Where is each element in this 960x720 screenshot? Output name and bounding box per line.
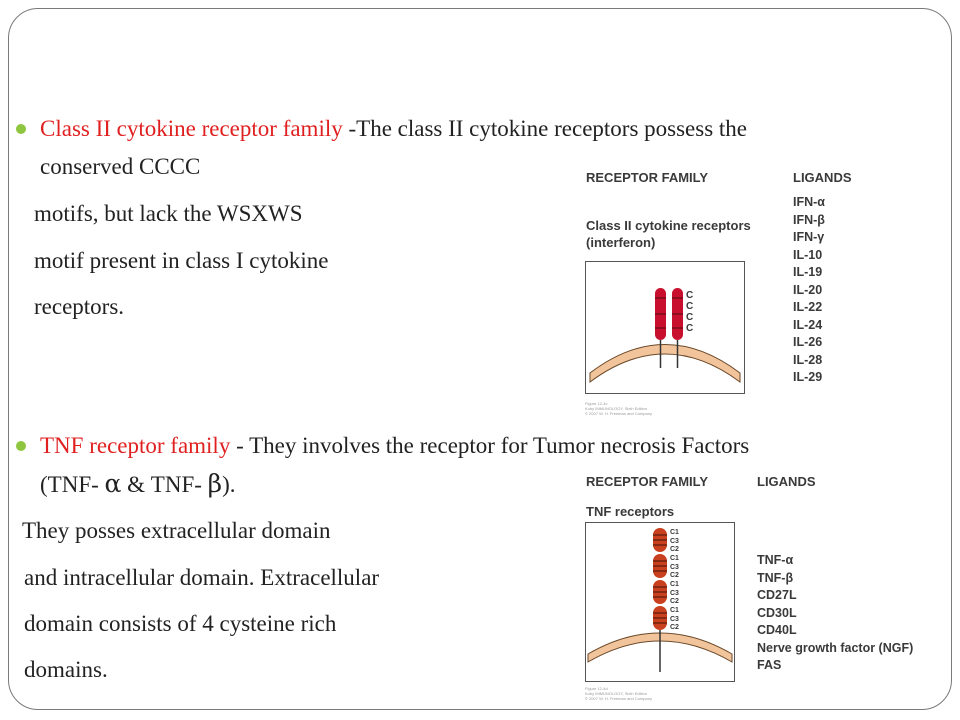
bullet-marker [16, 124, 26, 134]
domain-labels: C1 C3 C2 C1 C3 C2 C1 C3 C2 C1 C3 C2 [670, 529, 679, 633]
tnf-text: (TNF- [40, 472, 105, 497]
ligand-item: CD30L [757, 605, 797, 620]
section1-lead: -The class II cytokine receptors possess… [342, 116, 748, 141]
section1-heading: Class II cytokine receptor family [40, 116, 343, 141]
ligand-item: TNF-α [757, 553, 794, 567]
receptor-chain-right [672, 288, 683, 368]
tnf-receptor-chain [653, 528, 667, 672]
domain-label: C2 [670, 624, 679, 632]
ligand-item: IL-29 [793, 370, 823, 384]
alpha-symbol: α [104, 469, 122, 498]
figure-title: TNF receptors [586, 504, 675, 519]
section1-line1: Class II cytokine receptor family -The c… [40, 115, 747, 143]
section2-line6: domains. [24, 657, 108, 682]
figure-credit: Figure 12-4c Kuby IMMUNOLOGY, Sixth Edit… [585, 401, 652, 416]
ligand-item: CD27L [757, 588, 797, 602]
motif-letter: C [686, 301, 694, 312]
ligand-item: IL-10 [793, 247, 823, 262]
section2-line1: TNF receptor family - They involves the … [40, 432, 749, 460]
section2-heading: TNF receptor family [40, 433, 231, 458]
ligand-item: IL-28 [793, 352, 823, 367]
domain-label: C1 [670, 580, 679, 588]
section2-line5: domain consists of 4 cysteine rich [24, 611, 337, 636]
domain-label: C2 [670, 572, 679, 580]
figure-header-family: RECEPTOR FAMILY [586, 474, 709, 489]
tnf-text: ). [222, 472, 236, 497]
slide-frame [8, 8, 952, 710]
section2-lead: - They involves the receptor for Tumor n… [230, 433, 750, 458]
section2-line4: and intracellular domain. Extracellular [24, 565, 380, 590]
figure-title: Class II cytokine receptors [586, 218, 751, 233]
motif-letter: C [686, 312, 694, 323]
bullet-marker [16, 441, 26, 451]
domain-label: C3 [670, 589, 679, 597]
section1-line2: conserved CCCC [40, 154, 201, 179]
ligand-item: CD40L [757, 623, 797, 637]
figure-subtitle: (interferon) [586, 235, 656, 250]
ligand-list: TNF-α TNF-β CD27L CD30L CD40L Nerve grow… [757, 552, 913, 675]
domain-label: C1 [670, 606, 679, 614]
ligand-item: TNF-β [757, 570, 794, 585]
ligand-item: FAS [757, 658, 782, 672]
domain-label: C1 [670, 554, 679, 562]
credit-line: Figure 12-4c [585, 401, 608, 406]
ligand-list: IFN-α IFN-β IFN-γ IL-10 IL-19 IL-20 IL-2… [793, 194, 825, 387]
section1-line5: receptors. [34, 294, 125, 319]
credit-line: Kuby IMMUNOLOGY, Sixth Edition [585, 691, 647, 696]
domain-label: C3 [670, 537, 679, 545]
domain-label: C2 [670, 546, 679, 554]
domain-label: C3 [670, 563, 679, 571]
figure-credit: Figure 12-4d Kuby IMMUNOLOGY, Sixth Edit… [585, 686, 652, 701]
section1-line3: motifs, but lack the WSXWS [34, 201, 303, 226]
domain-label: C3 [670, 615, 679, 623]
motif-labels: C C C C [686, 290, 693, 334]
credit-line: © 2007 W. H. Freeman and Company [585, 411, 652, 416]
section2-line3: They posses extracellular domain [22, 518, 331, 543]
receptor-chain-left [655, 288, 666, 368]
tnf-text: & TNF- [121, 472, 208, 497]
credit-line: Figure 12-4d [585, 686, 608, 691]
ligand-item: IFN-γ [793, 230, 825, 244]
ligand-item: IL-22 [793, 300, 823, 314]
section2-line2: (TNF- α & TNF- β). [40, 470, 236, 499]
figure-tnf-receptors: RECEPTOR FAMILY LIGANDS TNF receptors C1… [580, 472, 940, 712]
ligand-item: IL-24 [793, 317, 823, 332]
receptor-diagram [589, 288, 741, 383]
figure-header-ligands: LIGANDS [757, 474, 816, 489]
ligand-item: Nerve growth factor (NGF) [757, 640, 914, 655]
domain-label: C1 [670, 529, 679, 536]
credit-line: © 2007 W. H. Freeman and Company [585, 696, 652, 701]
ligand-item: IL-19 [793, 265, 823, 279]
figure-class2-receptors: RECEPTOR FAMILY LIGANDS Class II cytokin… [580, 168, 870, 418]
tnf-receptor-diagram [587, 528, 733, 672]
section1-line4: motif present in class I cytokine [34, 248, 329, 273]
figure-header-family: RECEPTOR FAMILY [586, 170, 709, 185]
motif-letter: C [686, 323, 694, 334]
beta-symbol: β [207, 469, 223, 498]
domain-label: C2 [670, 598, 679, 606]
ligand-item: IL-26 [793, 335, 823, 349]
ligand-item: IFN-β [793, 212, 825, 227]
ligand-item: IL-20 [793, 282, 823, 297]
cell-membrane [589, 344, 741, 383]
figure-header-ligands: LIGANDS [793, 170, 852, 185]
motif-letter: C [686, 290, 694, 301]
credit-line: Kuby IMMUNOLOGY, Sixth Edition [585, 406, 647, 411]
cell-membrane [587, 632, 733, 663]
ligand-item: IFN-α [793, 195, 825, 209]
